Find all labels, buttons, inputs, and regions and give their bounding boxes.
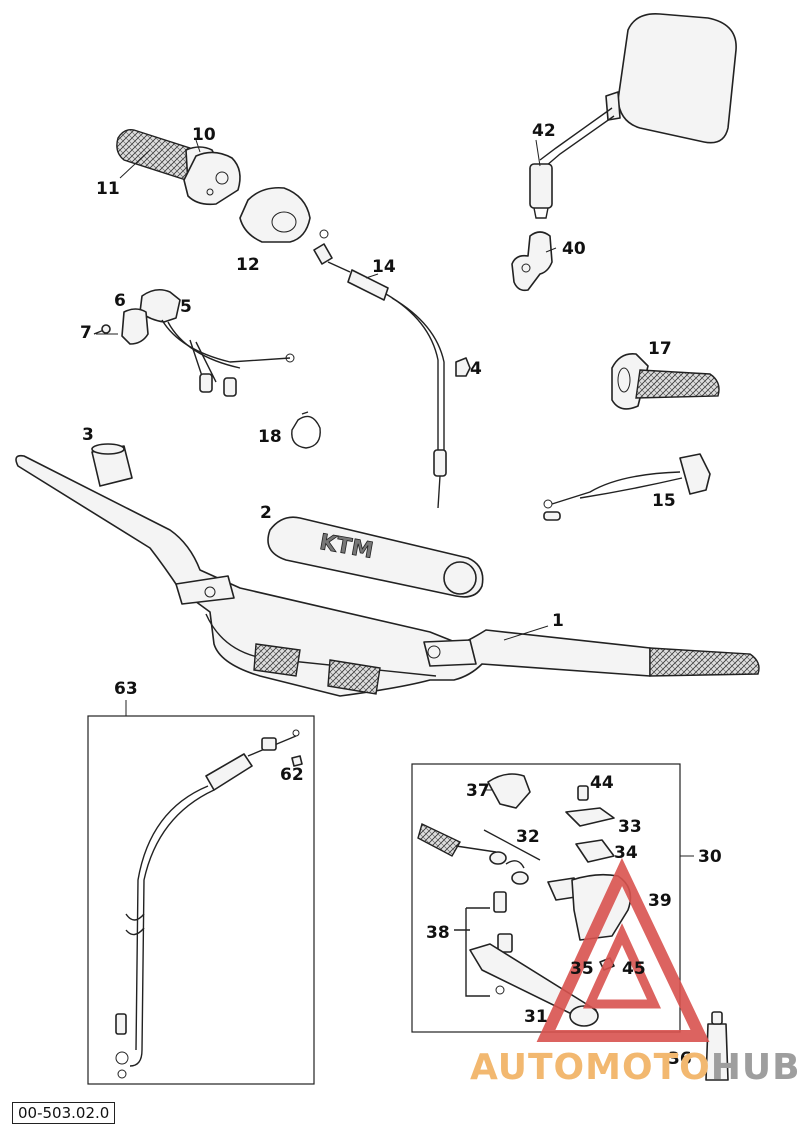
start-button-wire bbox=[543, 453, 711, 521]
callout-14: 14 bbox=[372, 257, 396, 277]
callout-45: 45 bbox=[622, 959, 646, 979]
callout-2: 2 bbox=[260, 503, 272, 523]
kill-switch bbox=[121, 288, 295, 397]
watermark-part1: AUTOMOTO bbox=[470, 1047, 711, 1088]
callout-10: 10 bbox=[192, 125, 216, 145]
watermark-triangle bbox=[536, 857, 710, 1042]
callout-3: 3 bbox=[82, 425, 94, 445]
nut bbox=[455, 357, 471, 377]
callout-7: 7 bbox=[80, 323, 92, 343]
throttle-cover bbox=[239, 186, 311, 243]
callout-32: 32 bbox=[516, 827, 540, 847]
screw bbox=[93, 324, 111, 335]
throttle-grip bbox=[116, 128, 241, 206]
callout-62: 62 bbox=[280, 765, 304, 785]
callout-39: 39 bbox=[648, 891, 672, 911]
callout-36: 36 bbox=[668, 1049, 692, 1069]
callout-12: 12 bbox=[236, 255, 260, 275]
callout-6: 6 bbox=[114, 291, 126, 311]
mirror-clamp bbox=[511, 231, 553, 292]
clutch-cable-box bbox=[87, 715, 315, 1085]
callout-15: 15 bbox=[652, 491, 676, 511]
diagram-reference-number: 00-503.02.0 bbox=[12, 1102, 116, 1124]
cable-clamp bbox=[291, 411, 321, 449]
callout-11: 11 bbox=[96, 179, 120, 199]
callout-31: 31 bbox=[524, 1007, 548, 1027]
callout-38: 38 bbox=[426, 923, 450, 943]
throttle-cable bbox=[313, 229, 447, 509]
callout-35: 35 bbox=[570, 959, 594, 979]
callout-34: 34 bbox=[614, 843, 638, 863]
brake-fluid-bottle bbox=[705, 1011, 729, 1081]
callout-30: 30 bbox=[698, 847, 722, 867]
left-grip bbox=[611, 352, 720, 410]
callout-17: 17 bbox=[648, 339, 672, 359]
bar-clamp-sleeve bbox=[91, 443, 133, 487]
adjuster-nut bbox=[291, 755, 303, 767]
callout-44: 44 bbox=[590, 773, 614, 793]
callout-63: 63 bbox=[114, 679, 138, 699]
callout-40: 40 bbox=[562, 239, 586, 259]
watermark-text: AUTOMOTOHUB bbox=[470, 1047, 800, 1088]
clutch-cable bbox=[115, 729, 300, 1079]
callout-18: 18 bbox=[258, 427, 282, 447]
watermark-part2: HUB bbox=[710, 1047, 800, 1088]
callout-33: 33 bbox=[618, 817, 642, 837]
callout-1: 1 bbox=[552, 611, 564, 631]
handlebar bbox=[15, 454, 760, 697]
leader-lines bbox=[96, 139, 557, 791]
mirror bbox=[529, 13, 737, 219]
callout-42: 42 bbox=[532, 121, 556, 141]
callout-37: 37 bbox=[466, 781, 490, 801]
callout-5: 5 bbox=[180, 297, 192, 317]
bar-pad: KTM bbox=[267, 516, 484, 598]
callout-4: 4 bbox=[470, 359, 482, 379]
